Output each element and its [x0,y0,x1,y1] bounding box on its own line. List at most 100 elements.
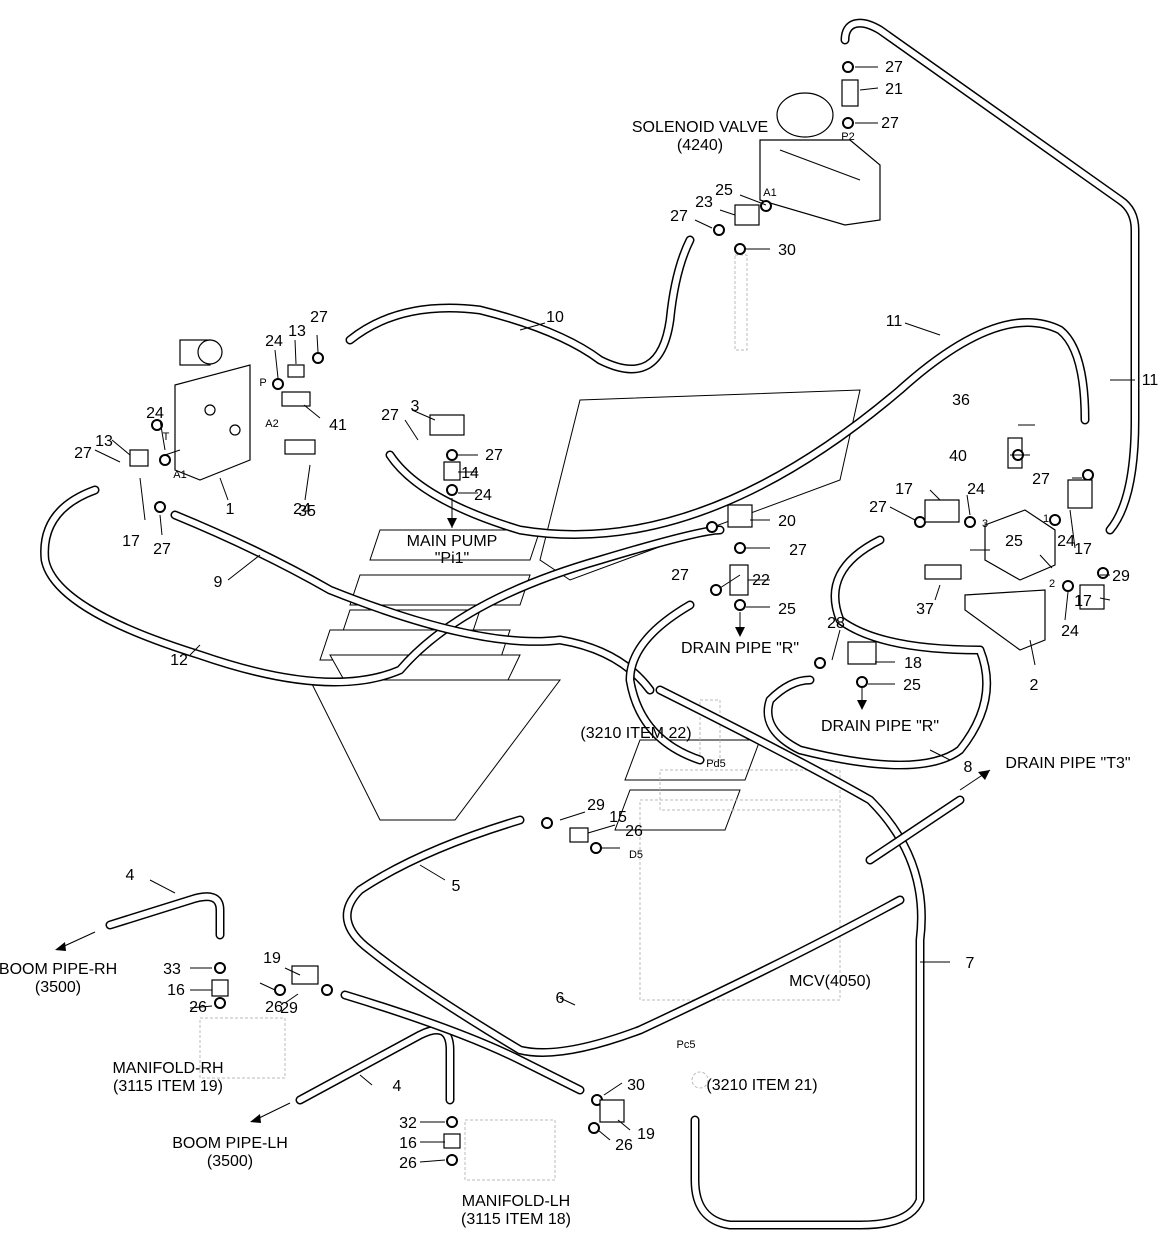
part-callout-27: 27 [869,499,887,516]
drain-pipe-t3-label: DRAIN PIPE "T3" [1005,755,1130,772]
part-callout-17: 17 [895,481,913,498]
part-callout-13: 13 [288,323,306,340]
part-callout-40: 40 [949,448,967,465]
part-callout-26: 26 [265,999,283,1016]
part-callout-2: 2 [1030,677,1039,694]
manifold-lh-label: MANIFOLD-LH [462,1193,570,1210]
part-callout-17: 17 [122,533,140,550]
leader-lines [94,66,1135,1163]
part-callout-19: 19 [263,950,281,967]
part-callout-27: 27 [881,115,899,132]
part-callout-29: 29 [1112,568,1130,585]
part-callout-5: 5 [452,878,461,895]
hoses [40,18,1140,1230]
mcv-label: MCV(4050) [789,973,871,990]
part-callout-37: 37 [916,601,934,618]
part-callout-25: 25 [715,182,733,199]
part-callout-7: 7 [966,955,975,972]
part-callout-26: 26 [189,999,207,1016]
part-callout-27: 27 [153,541,171,558]
part-callout-18: 18 [904,655,922,672]
part-callout-24: 24 [265,333,283,350]
solenoid-valve-1 [174,339,251,481]
port-1: 1 [1043,513,1049,525]
part-callout-23: 23 [695,194,713,211]
part-callout-17: 17 [1074,541,1092,558]
drain-pipe-r-label-2: DRAIN PIPE "R" [821,718,939,735]
fittings [129,61,1109,1166]
ref-3210-21-label: (3210 ITEM 21) [706,1077,817,1094]
part-callout-26: 26 [625,823,643,840]
port-a2: A2 [265,418,278,430]
part-callout-27: 27 [885,59,903,76]
part-callout-24: 24 [967,481,985,498]
part-callout-11: 11 [886,313,903,330]
port-a1: A1 [173,469,186,481]
drain-pipe-r-label-1: DRAIN PIPE "R" [681,640,799,657]
part-callout-27: 27 [381,407,399,424]
part-callout-36: 36 [952,392,970,409]
port-p2: P2 [841,131,854,143]
part-callout-29: 29 [280,1000,298,1017]
part-callout-21: 21 [885,81,903,98]
part-callout-29: 29 [587,797,605,814]
part-callout-16: 16 [167,982,185,999]
ref-3210-22-label: (3210 ITEM 22) [580,725,691,742]
port-pd5: Pd5 [706,758,726,770]
main-pump-port-label: "Pi1" [435,550,469,567]
part-callout-27: 27 [485,447,503,464]
part-callout-30: 30 [627,1077,645,1094]
part-callout-15: 15 [609,809,627,826]
boom-pipe-lh-ref: (3500) [207,1153,253,1170]
part-callout-26: 26 [615,1137,633,1154]
part-callout-24: 24 [474,487,492,504]
port-p: P [259,377,266,389]
arrows [55,518,990,1123]
part-callout-1: 1 [226,501,235,518]
boom-pipe-rh-ref: (3500) [35,979,81,996]
manifold-rh-ghost [199,1017,286,1079]
part-callout-4: 4 [393,1078,402,1095]
main-pump-label: MAIN PUMP [407,533,498,550]
part-callout-17: 17 [1074,593,1092,610]
part-callout-35: 35 [298,503,316,520]
part-callout-25: 25 [778,601,796,618]
port-t: T [163,431,170,443]
part-callout-24: 24 [293,501,311,518]
part-callout-25: 25 [1005,533,1023,550]
block-41 [964,509,1056,651]
part-callout-27: 27 [1032,471,1050,488]
port-2: 2 [1049,578,1055,590]
part-callout-4: 4 [126,867,135,884]
part-callout-12: 12 [170,652,188,669]
part-callout-14: 14 [461,465,479,482]
part-callout-10: 10 [546,309,564,326]
part-callout-24: 24 [146,405,164,422]
manifold-rh-label: MANIFOLD-RH [112,1060,223,1077]
port-3: 3 [982,518,988,530]
solenoid-valve-ref: (4240) [677,137,723,154]
port-pc5: Pc5 [677,1039,696,1051]
boom-pipe-lh-label: BOOM PIPE-LH [172,1135,288,1152]
port-a1-solenoid: A1 [763,187,776,199]
text-labels: SOLENOID VALVE (4240) MAIN PUMP "Pi1" DR… [0,119,1131,1228]
part-callout-27: 27 [670,208,688,225]
part-callout-9: 9 [214,574,223,591]
part-callout-25: 25 [903,677,921,694]
part-callout-13: 13 [95,433,113,450]
part-callout-6: 6 [556,990,565,1007]
manifold-rh-ref: (3115 ITEM 19) [113,1078,223,1095]
part-callout-11: 11 [1142,372,1159,389]
part-callout-27: 27 [789,542,807,559]
part-callout-27: 27 [74,445,92,462]
part-callout-30: 30 [778,242,796,259]
part-callout-27: 27 [671,567,689,584]
part-callout-28: 28 [827,615,845,632]
manifold-lh-ref: (3115 ITEM 18) [461,1211,571,1228]
solenoid-valve-4240 [759,92,881,226]
part-callout-22: 22 [752,572,770,589]
part-callout-41: 41 [329,417,347,434]
